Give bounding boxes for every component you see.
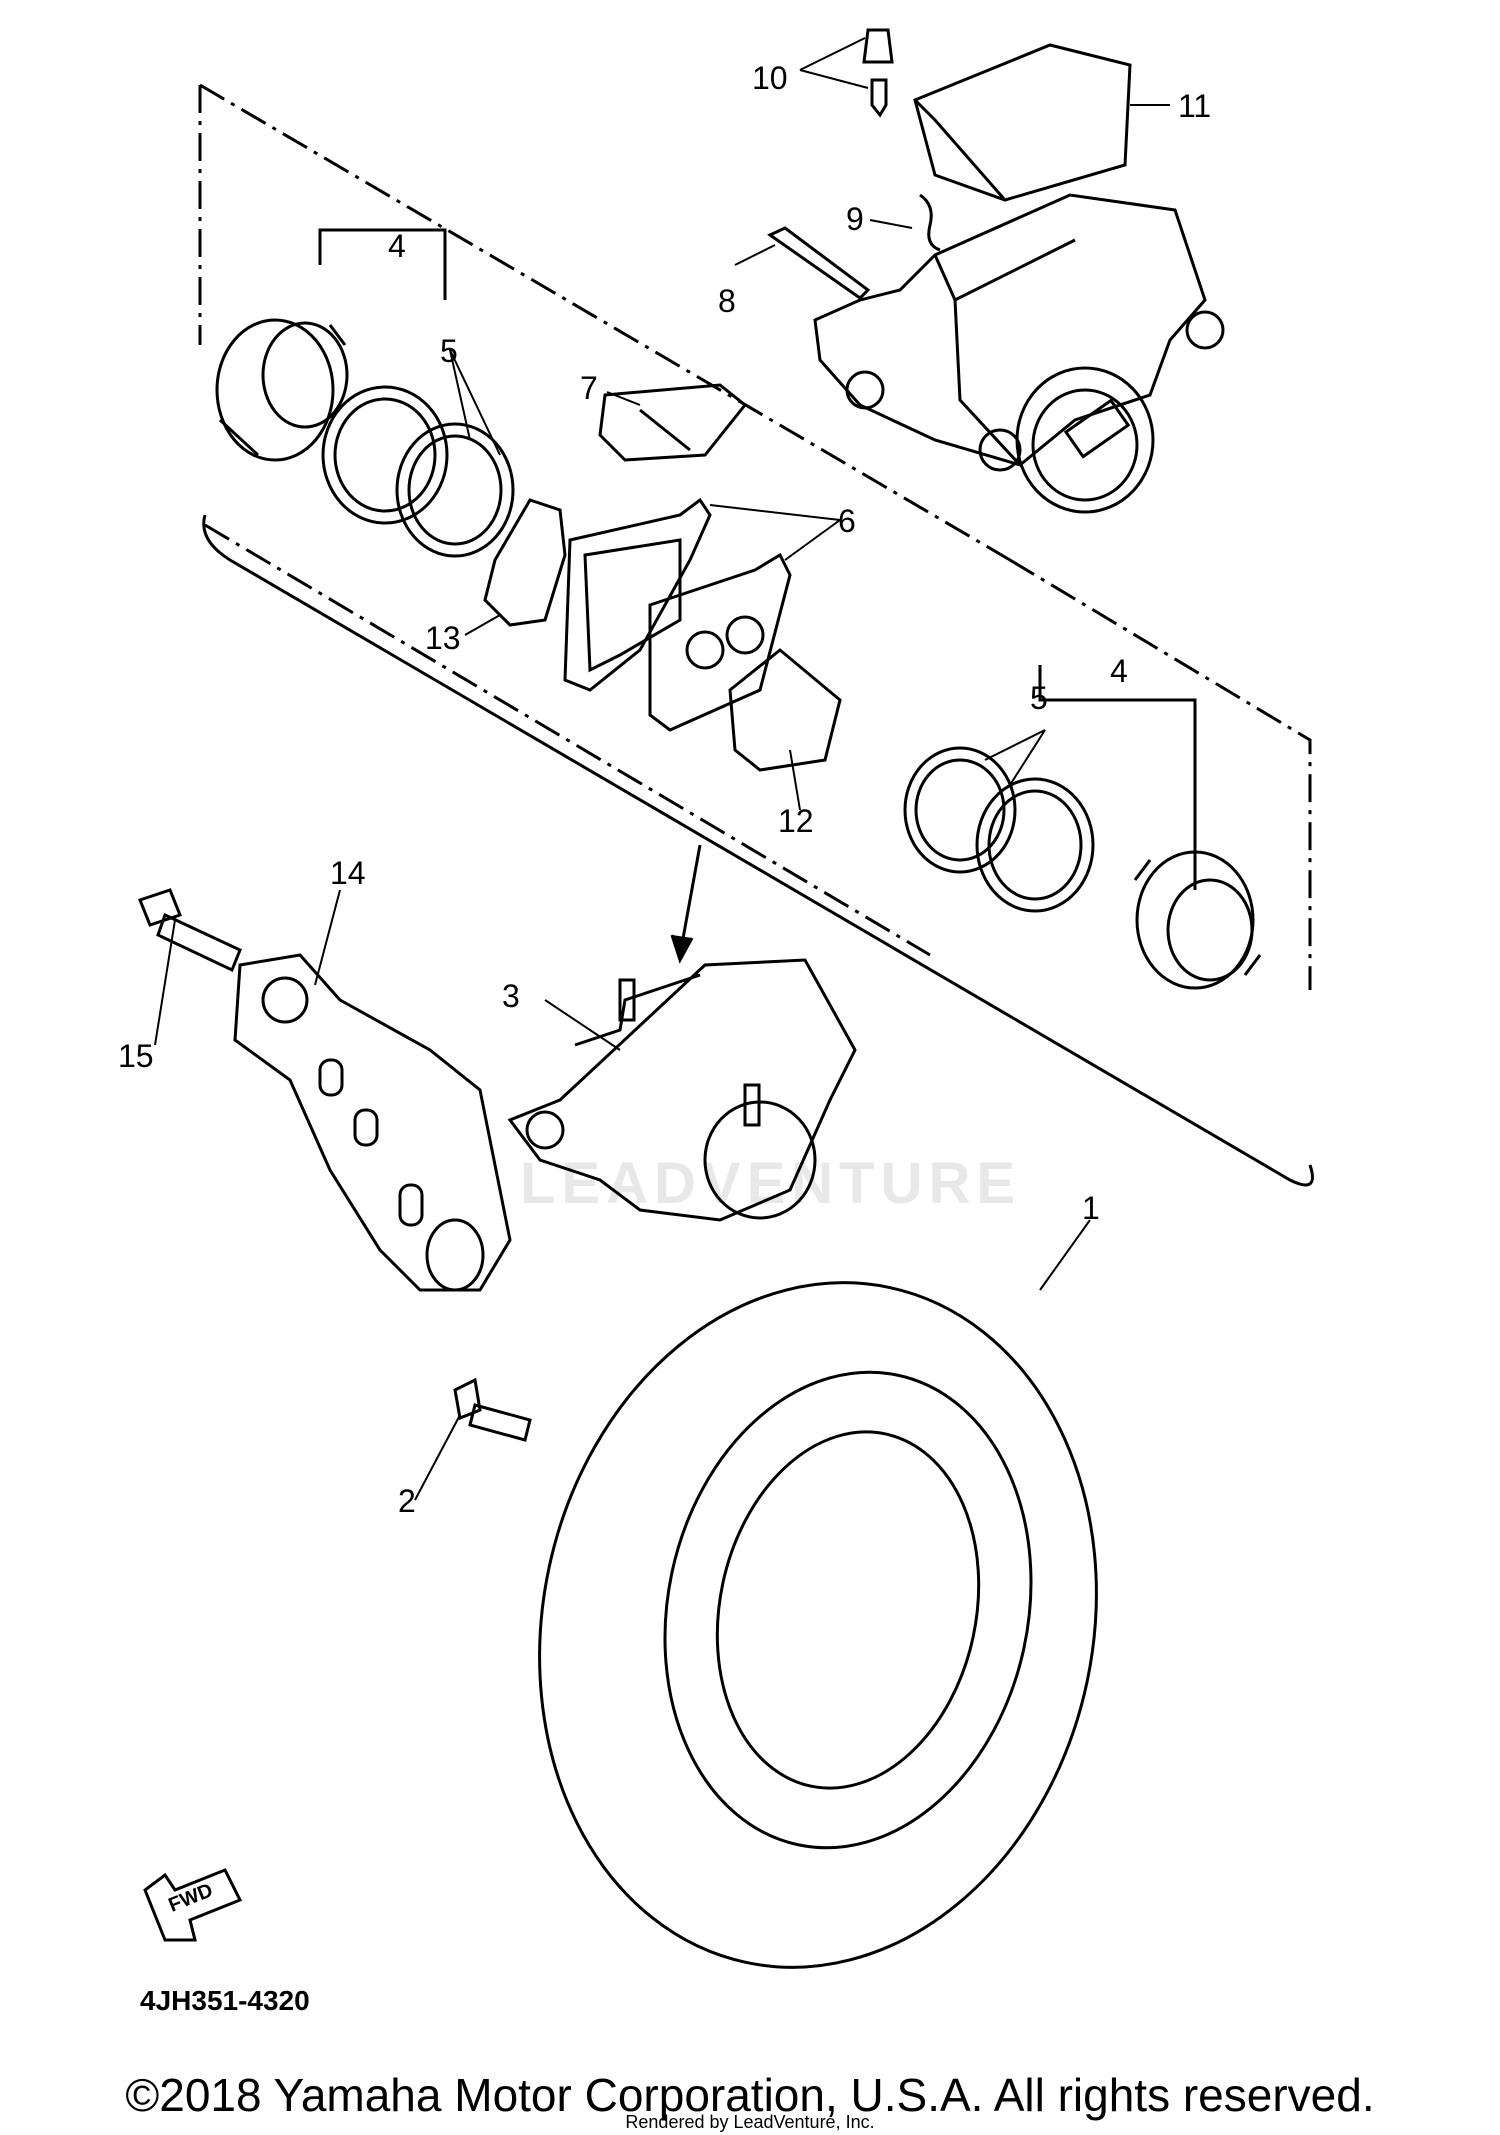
pad-shim-left xyxy=(483,498,567,627)
callout-4-top: 4 xyxy=(388,228,406,264)
caliper-bracket xyxy=(233,953,512,1292)
rendered-by-notice: Rendered by LeadVenture, Inc. xyxy=(625,2112,875,2132)
callout-2: 2 xyxy=(398,1483,416,1519)
callout-5-top: 5 xyxy=(440,333,458,369)
pad-pin xyxy=(767,226,871,300)
callout-13: 13 xyxy=(425,620,461,656)
assembly-arrow xyxy=(678,844,702,956)
callout-1: 1 xyxy=(1082,1190,1100,1226)
callout-10: 10 xyxy=(752,60,788,96)
leader-4-bracket-bottom xyxy=(1038,665,1197,890)
brake-pads xyxy=(563,497,792,732)
callout-14: 14 xyxy=(330,855,366,891)
fwd-arrow-shape xyxy=(143,1868,243,1942)
callout-12: 12 xyxy=(778,803,814,839)
bleed-screw xyxy=(862,28,894,118)
piston-upper xyxy=(215,318,349,462)
seals-upper xyxy=(321,385,515,558)
disc-bolt xyxy=(453,1377,532,1442)
pad-shim-right xyxy=(728,648,842,772)
assembly-arrowhead xyxy=(670,934,694,964)
callout-11: 11 xyxy=(1178,88,1212,124)
caliper-body-upper xyxy=(813,193,1225,514)
callout-7: 7 xyxy=(580,370,598,406)
callout-5-bottom: 5 xyxy=(1030,680,1048,716)
callout-9: 9 xyxy=(846,201,864,237)
upper-assembly-frame xyxy=(198,83,1312,990)
leader-lines xyxy=(154,37,1170,1501)
callout-6: 6 xyxy=(838,503,856,539)
brake-disc xyxy=(538,1281,1098,1969)
callout-3: 3 xyxy=(502,978,520,1014)
seals-lower xyxy=(903,746,1095,913)
diagram-code: 4JH351-4320 xyxy=(140,1985,310,2016)
bracket-bolt xyxy=(138,888,242,973)
retaining-clip xyxy=(919,193,941,252)
pad-spring xyxy=(598,383,748,462)
callout-8: 8 xyxy=(718,283,736,319)
caliper-assembled xyxy=(507,958,857,1222)
piston-lower xyxy=(1133,850,1262,990)
lower-assembly-frame xyxy=(202,514,1314,1187)
copyright-notice: ©2018 Yamaha Motor Corporation, U.S.A. A… xyxy=(125,2069,1375,2121)
caliper-cover xyxy=(913,43,1132,202)
callout-15: 15 xyxy=(118,1038,154,1074)
callout-4-bottom: 4 xyxy=(1110,653,1128,689)
leader-4-bracket-top xyxy=(318,228,447,300)
